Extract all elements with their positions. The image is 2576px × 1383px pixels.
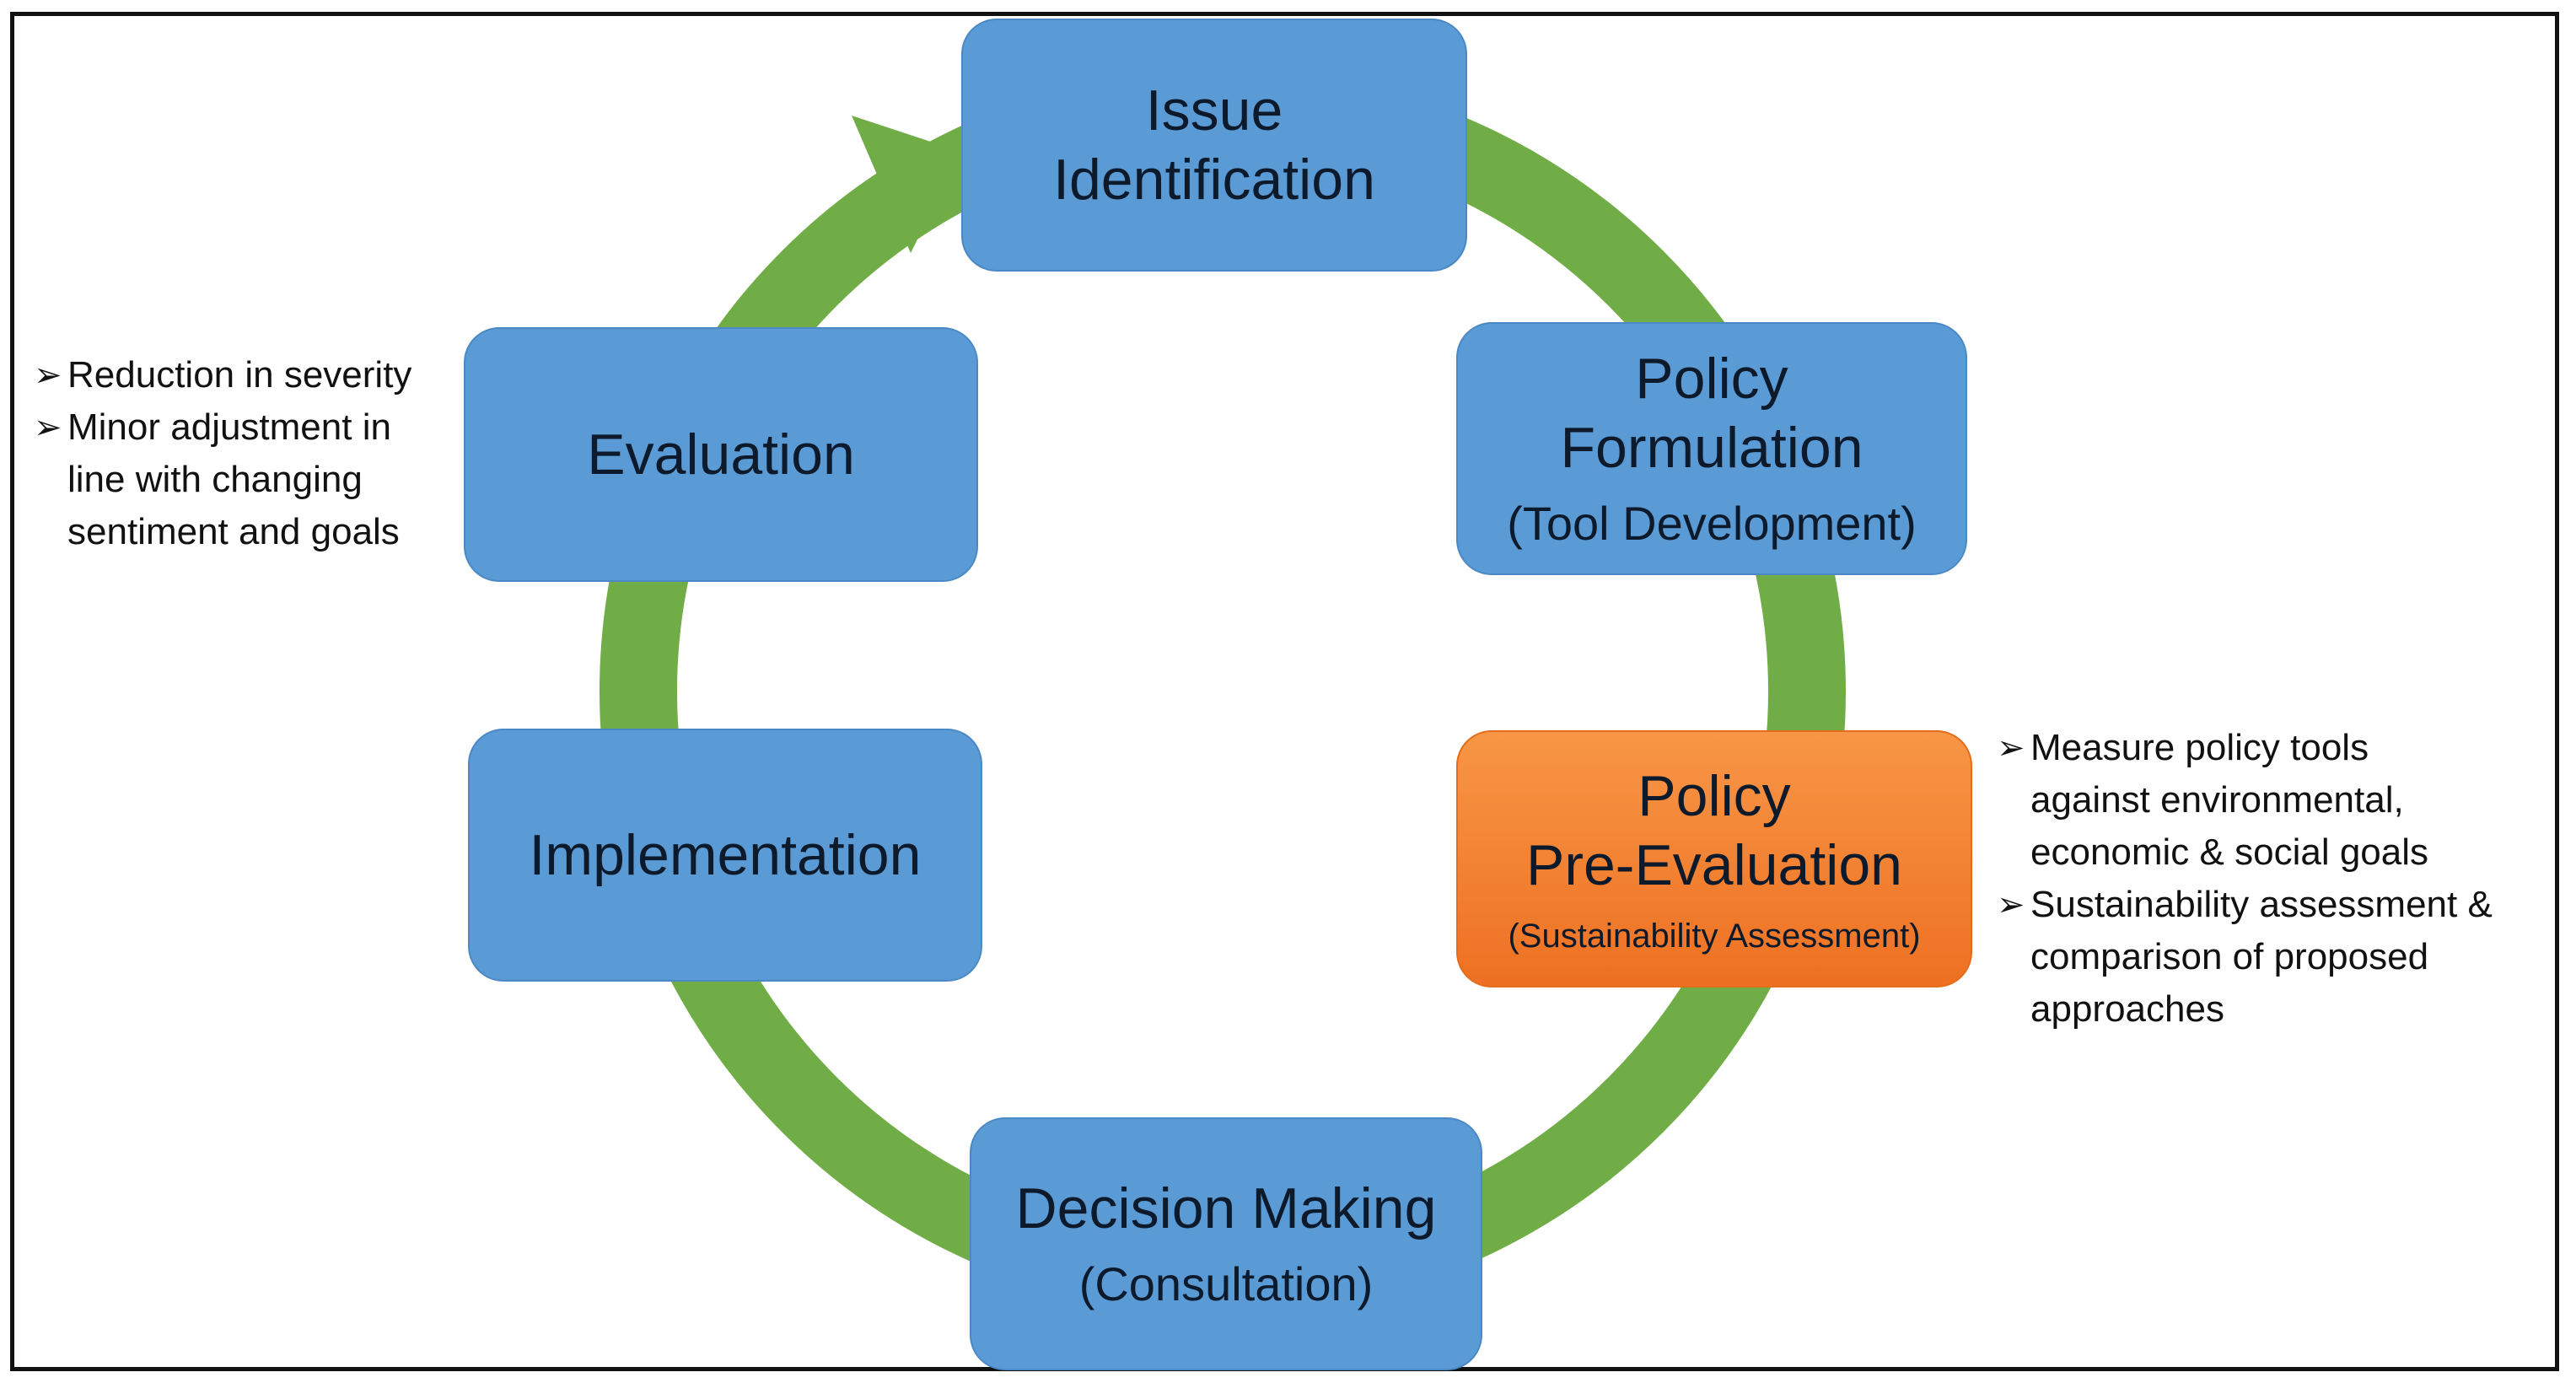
note-text: Measure policy tools against environment…	[2030, 722, 2428, 879]
pre-evaluation-notes: ➢ Measure policy tools against environme…	[1997, 722, 2536, 1036]
note-text: Sustainability assessment & comparison o…	[2030, 879, 2493, 1036]
stage-title-line: Issue	[1145, 78, 1283, 143]
note-line: Sustainability assessment &	[2030, 884, 2493, 925]
arrowhead-bullet-icon: ➢	[1997, 729, 2025, 767]
note-line: economic & social goals	[2030, 831, 2429, 873]
arrowhead-bullet-icon: ➢	[34, 409, 62, 446]
stage-title-line: Decision Making	[1015, 1176, 1437, 1240]
note-item: ➢ Measure policy tools against environme…	[1997, 722, 2536, 879]
note-line: against environmental,	[2030, 779, 2404, 821]
stage-title-line: Identification	[1053, 148, 1375, 212]
stage-subtitle: (Tool Development)	[1507, 497, 1917, 550]
evaluation-notes: ➢ Reduction in severity ➢ Minor adjustme…	[34, 349, 455, 558]
stage-title-line: Pre-Evaluation	[1525, 832, 1903, 897]
stage-title-line: Policy	[1635, 347, 1788, 411]
stage-title-line: Policy	[1638, 763, 1791, 828]
stage-implementation: Implementation	[468, 729, 982, 982]
cycle-ring	[600, 68, 1846, 1315]
stage-issue-identification: Issue Identification	[961, 19, 1467, 272]
stage-decision-making: Decision Making (Consultation)	[970, 1117, 1482, 1370]
arrowhead-bullet-icon: ➢	[1997, 886, 2025, 923]
note-line: Measure policy tools	[2030, 727, 2369, 768]
stage-title-line: Implementation	[529, 823, 922, 887]
note-item: ➢ Minor adjustment in line with changing…	[34, 401, 455, 558]
note-line: comparison of proposed	[2030, 936, 2429, 977]
arrowhead-bullet-icon: ➢	[34, 357, 62, 394]
note-text: Reduction in severity	[67, 349, 411, 401]
stage-title-line: Formulation	[1560, 416, 1863, 480]
note-line: Minor adjustment in	[67, 406, 391, 448]
note-line: sentiment and goals	[67, 511, 400, 552]
stage-policy-formulation: Policy Formulation (Tool Development)	[1456, 322, 1967, 575]
note-line: Reduction in severity	[67, 354, 412, 396]
stage-subtitle: (Consultation)	[1078, 1257, 1374, 1310]
note-item: ➢ Reduction in severity	[34, 349, 455, 401]
note-line: line with changing	[67, 459, 363, 500]
note-line: approaches	[2030, 988, 2224, 1030]
note-text: Minor adjustment in line with changing s…	[67, 401, 400, 558]
note-item: ➢ Sustainability assessment & comparison…	[1997, 879, 2536, 1036]
stage-title-line: Evaluation	[587, 422, 855, 487]
stage-policy-pre-evaluation: Policy Pre-Evaluation (Sustainability As…	[1456, 730, 1972, 987]
stage-subtitle: (Sustainability Assessment)	[1508, 917, 1921, 955]
cycle-arrowhead-icon	[852, 116, 961, 253]
stage-evaluation: Evaluation	[464, 327, 978, 582]
